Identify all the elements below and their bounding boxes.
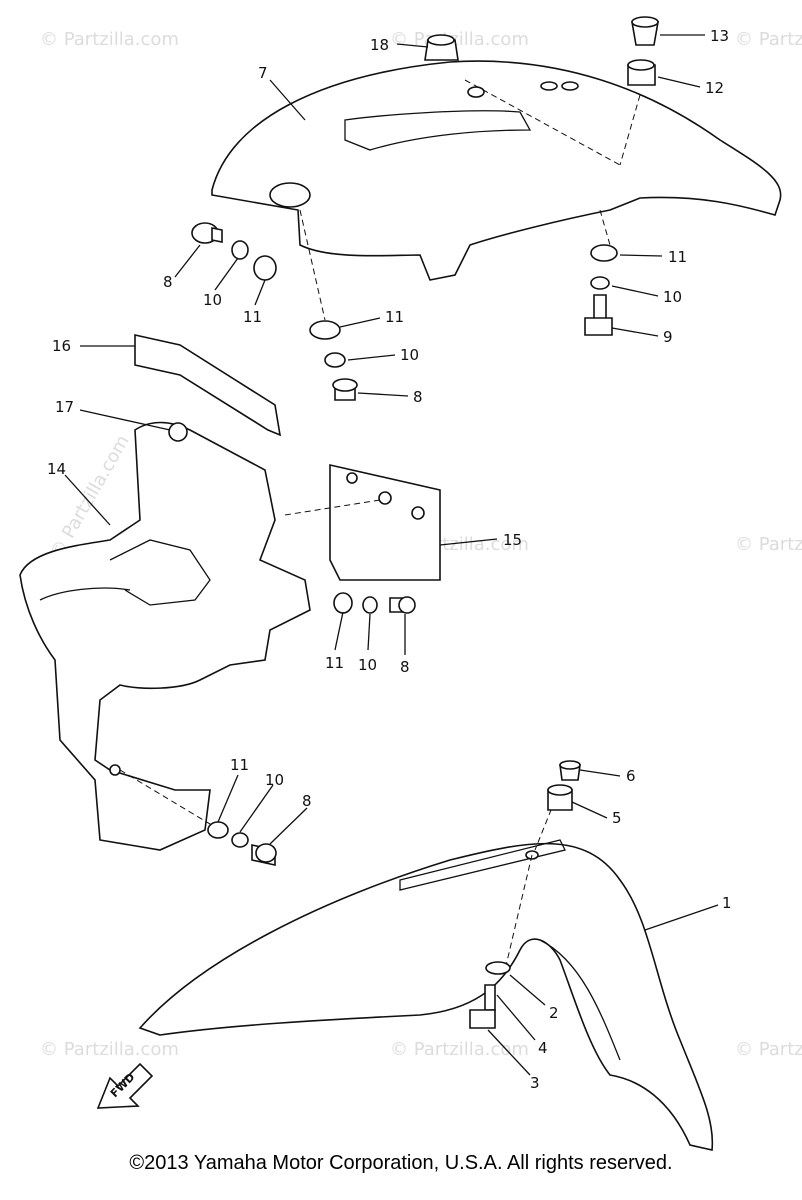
callout-7: 7 <box>258 64 268 82</box>
watermark: © Partzilla.com <box>735 534 802 555</box>
callout-11: 11 <box>668 248 687 266</box>
callout-9: 9 <box>663 328 673 346</box>
callout-11: 11 <box>230 756 249 774</box>
callout-3: 3 <box>530 1074 540 1092</box>
callout-16: 16 <box>52 337 71 355</box>
callout-4: 4 <box>538 1039 548 1057</box>
front-fender-fasteners <box>469 760 581 1029</box>
fastener-group-right <box>584 244 618 336</box>
callout-17: 17 <box>55 398 74 416</box>
callout-10: 10 <box>663 288 682 306</box>
watermark: © Partzilla.com <box>40 29 179 50</box>
number-plate <box>284 463 441 581</box>
watermark: © Partzilla.com <box>735 29 802 50</box>
callout-leader-lines <box>64 34 719 1076</box>
front-bracket-assembly <box>19 421 311 851</box>
callout-18: 18 <box>370 36 389 54</box>
rear-fender-grommets <box>424 16 659 86</box>
callout-1: 1 <box>722 894 732 912</box>
callout-14: 14 <box>47 460 66 478</box>
callout-numbers: 18 7 13 12 8 10 11 11 10 8 11 10 9 16 17… <box>47 27 732 1092</box>
callout-11: 11 <box>243 308 262 326</box>
callout-11: 11 <box>325 654 344 672</box>
callout-10: 10 <box>400 346 419 364</box>
rear-strap <box>134 334 282 437</box>
callout-10: 10 <box>265 771 284 789</box>
callout-11: 11 <box>385 308 404 326</box>
watermark: © Partzilla.com <box>735 1039 802 1060</box>
callout-10: 10 <box>203 291 222 309</box>
fastener-group-middle <box>333 592 416 614</box>
callout-8: 8 <box>302 792 312 810</box>
callout-12: 12 <box>705 79 724 97</box>
rear-fender <box>211 60 782 321</box>
callout-8: 8 <box>400 658 410 676</box>
watermark: © Partzilla.com <box>40 1039 179 1060</box>
watermark: © Partzilla.com <box>390 1039 529 1060</box>
copyright-notice: ©2013 Yamaha Motor Corporation, U.S.A. A… <box>129 1152 673 1174</box>
callout-13: 13 <box>710 27 729 45</box>
watermark: © Partzilla.com <box>390 29 529 50</box>
callout-6: 6 <box>626 767 636 785</box>
callout-2: 2 <box>549 1004 559 1022</box>
front-fender <box>138 799 714 1151</box>
callout-10: 10 <box>358 656 377 674</box>
fastener-group-lower <box>207 821 277 866</box>
forward-direction-arrow: FWD <box>96 1062 154 1109</box>
callout-8: 8 <box>163 273 173 291</box>
callout-15: 15 <box>503 531 522 549</box>
callout-5: 5 <box>612 809 622 827</box>
callout-8: 8 <box>413 388 423 406</box>
